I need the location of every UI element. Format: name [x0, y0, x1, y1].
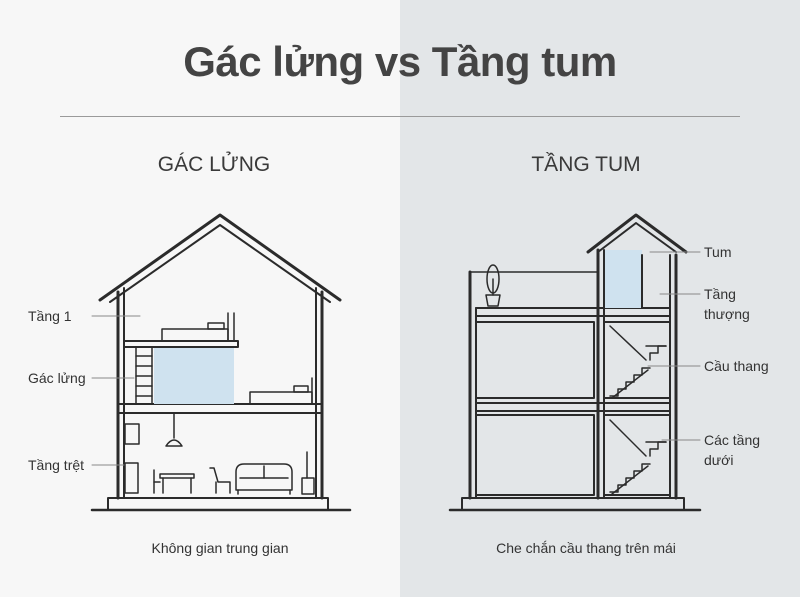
stairs-lower [609, 419, 667, 495]
mezzanine-leaders [91, 315, 141, 466]
tum-roof-outer [586, 213, 688, 254]
tum-heading: TẦNG TUM [531, 153, 641, 176]
upper-room [475, 321, 595, 399]
mezzanine-house [90, 213, 352, 512]
label-stairs: Cầu thang [704, 358, 769, 374]
sofa [235, 463, 293, 491]
floor-slab [117, 403, 323, 414]
upper-stair-room [603, 321, 671, 399]
dining-table [159, 473, 195, 479]
mezzanine-heading: GÁC LỬNG [157, 153, 271, 176]
tum-leaders [647, 251, 701, 441]
label-rooftop-line-1: Tầng [704, 286, 736, 302]
pendant-lamp [165, 439, 183, 447]
roof-inner [109, 224, 331, 303]
floor-bed [249, 377, 313, 405]
label-lower-line-2: dưới [704, 452, 734, 468]
tum-space [604, 250, 642, 308]
ladder [135, 346, 153, 405]
ground-furniture [124, 412, 315, 495]
rooftop-plant [485, 264, 501, 307]
armchair [209, 467, 231, 494]
lower-room [475, 414, 595, 496]
tum-roof-inner [597, 222, 677, 253]
label-rooftop: Tầng thượng [704, 284, 750, 324]
label-lower-line-1: Các tầng [704, 432, 761, 448]
mezzanine-space [154, 348, 234, 404]
mezzanine-bed [161, 312, 235, 342]
mezzanine-platform [123, 340, 239, 348]
roof-outer [98, 213, 342, 302]
label-rooftop-line-2: thượng [704, 306, 750, 322]
label-tum: Tum [704, 244, 732, 260]
tum-caption: Che chắn cầu thang trên mái [496, 540, 676, 556]
title-divider [60, 116, 740, 117]
middle-slab [475, 402, 671, 412]
cabinet [124, 462, 139, 494]
label-mezzanine: Gác lửng [28, 370, 86, 386]
foundation-right [461, 497, 685, 511]
page-title: Gác lửng vs Tầng tum [183, 38, 617, 85]
label-ground-floor: Tầng trệt [28, 457, 85, 473]
label-lower-floors: Các tầng dưới [704, 430, 760, 470]
foundation [107, 497, 329, 511]
lower-stair-room [603, 414, 671, 496]
mezzanine-caption: Không gian trung gian [151, 540, 289, 556]
stairs-upper [609, 325, 667, 399]
label-floor-1: Tầng 1 [28, 308, 72, 324]
tum-house [448, 213, 702, 512]
roof-slab [475, 307, 671, 317]
wall-cabinet [124, 423, 140, 445]
